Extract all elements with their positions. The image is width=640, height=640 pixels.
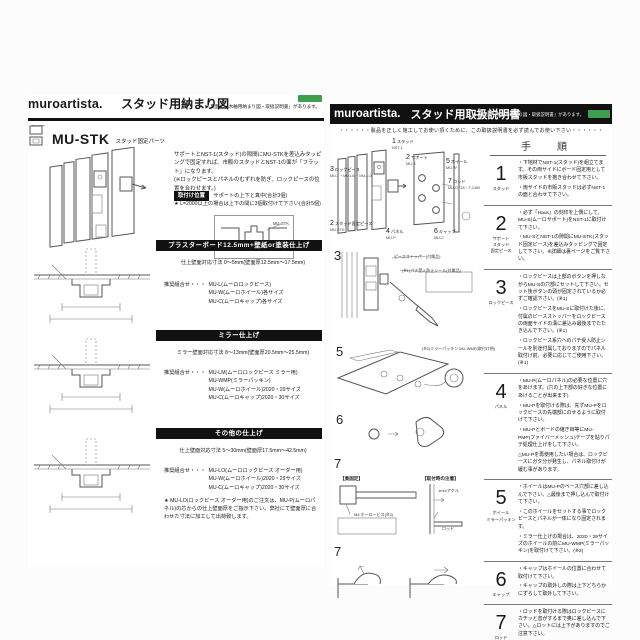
part-type: スタッド固定パーツ <box>115 139 165 145</box>
figure-step3: 3 ピースストッパー(付属品) (※1)パチ受入防止シール(付属品) <box>330 248 480 342</box>
mount-position-block: 取付け位置 サポートの上下と真中(合計3個) ★ L=2000以上の場合は上下の… <box>174 191 322 209</box>
section2-title: ミラー仕上げ <box>156 330 322 341</box>
page-title: スタッド用納まり図 <box>121 97 230 111</box>
figure-step5: 5 (※2)ミラーパッキン MU-WMP(取付け例) <box>330 344 495 410</box>
section1-spec: 仕上壁面対応寸法 0〜5mm(壁面厚12.5mm〜17.5mm) <box>180 260 306 266</box>
procedure-title: 手 順 <box>490 138 606 156</box>
part-description: サポートとNST-1(スタッド)の隙間にMU-STKを差込みタッピングで固定すれ… <box>174 152 322 192</box>
section1-title: プラスターボード12.5mm+壁紙or塗装仕上げ <box>156 240 322 251</box>
part-heading: MU-STK スタッド固定パーツ <box>28 125 165 147</box>
green-badge <box>588 110 610 118</box>
section1-drawing <box>32 245 152 331</box>
page-left: muroartista. スタッド用納まり図 ▶ 裏面に「木軸用納まり図・取扱説… <box>28 95 324 567</box>
section3-combos: 推奨組合せ・・・ MU-LO(ムーロロックピース オーダー用) MU-W(ムーロ… <box>164 468 303 491</box>
section3-drawing <box>32 435 152 521</box>
brand-logo: muroartista. <box>28 97 103 111</box>
green-badge <box>298 95 322 102</box>
figure-step7-insert: 7 <box>330 544 480 600</box>
part-icon <box>29 125 46 146</box>
section3-spec: 仕上壁面対応寸法 5〜30mm(壁面厚17.5mm〜42.5mm) <box>179 448 307 454</box>
brand-logo: muroartista. <box>334 108 401 120</box>
figure-step6: 6 <box>330 412 480 454</box>
mount-position-text2: ★ L=2000以上の場合は上下の間に3個取付けて下さい(合計5個) <box>174 201 321 208</box>
section1-combos: 推奨組合せ・・・ MU-L(ムーロロックピース) MU-W(ムーロホイール)各サ… <box>164 282 284 305</box>
page-right: muroartista. スタッド用取扱説明書 ▶ 裏面に「木軸用納まり図・取扱… <box>330 104 612 640</box>
section2-combos: 推奨組合せ・・・ MU-LM(ムーロロックピース ミラー用) MU-WMP(ミラ… <box>164 370 301 401</box>
inset-label: MU-STK <box>272 221 289 226</box>
inset-diagram: MU-STK <box>214 215 294 259</box>
right-header: muroartista. スタッド用取扱説明書 ▶ 裏面に「木軸用納まり図・取扱… <box>330 104 612 124</box>
section3-title: その他の仕上げ <box>156 428 322 439</box>
figure-step7-adjust: 7 【奥固定】 【取付時の注意】 M4 ホーロービス(※3) 1mmアケル ロッ… <box>330 456 480 542</box>
part-code: MU-STK <box>52 131 110 147</box>
intro-line: ・・・・・・製品を正しく施工してお使い頂くために、この取扱説明書を必ず読んでお使… <box>338 128 604 134</box>
section2-spec: ミラー壁面対応寸法 8〜13mm(壁面厚20.5mm〜25.5mm) <box>176 350 310 356</box>
reverse-side-note: ▶ 裏面に「木軸用納まり図・取扱説明書」があります。 <box>474 112 584 117</box>
section2-drawing <box>32 335 152 421</box>
mount-position-label: 取付け位置 <box>174 191 209 202</box>
header-rule <box>28 118 324 121</box>
section3-note: ★ MU-LO(ロックピース オーダー用)のご注文は、MU-P(ムーロパネル)の… <box>164 498 317 521</box>
left-header: muroartista. スタッド用納まり図 ▶ 裏面に「木軸用納まり図・取扱説… <box>28 95 324 117</box>
mount-position-text1: サポートの上下と真中(合計3個) <box>213 193 288 199</box>
reverse-side-note: ▶ 裏面に「木軸用納まり図・取扱説明書」があります。 <box>205 104 320 109</box>
page-title: スタッド用取扱説明書 <box>410 109 521 121</box>
stud-assembly-drawing <box>49 147 147 248</box>
